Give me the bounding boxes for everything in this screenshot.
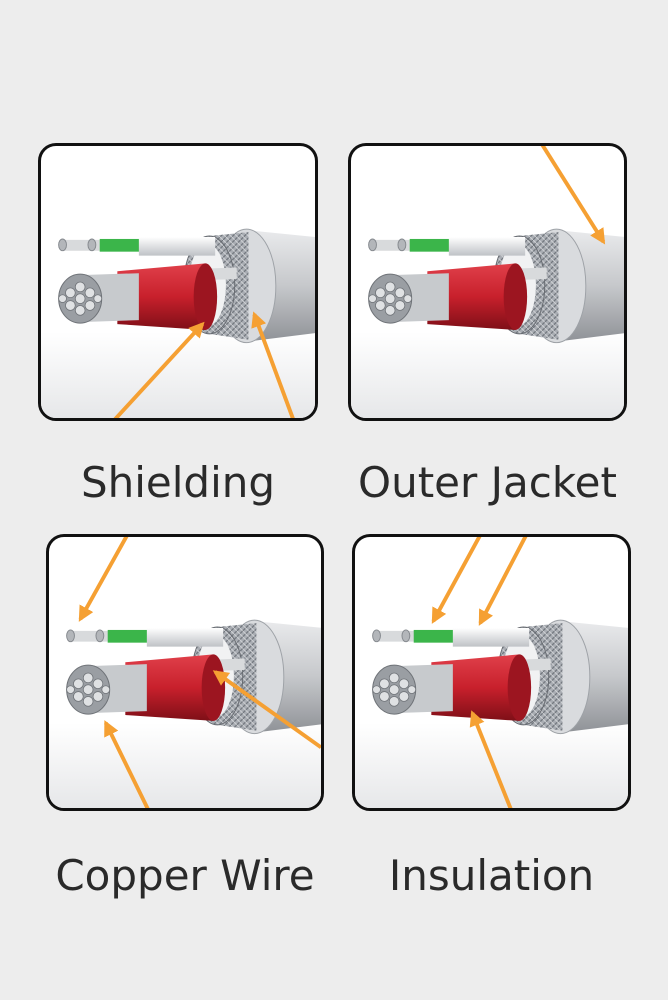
arrow-copper-strands — [103, 720, 150, 808]
arrow-thin-wire-tips — [78, 537, 129, 622]
caption-copper-wire: Copper Wire — [55, 851, 315, 900]
diagram-panel-outer-jacket — [348, 143, 627, 421]
arrow-lower-thin-wire — [212, 670, 321, 749]
arrow-shield-braid-right — [251, 311, 295, 418]
caption-shielding: Shielding — [80, 458, 276, 507]
arrow-shield-braid-left — [113, 321, 205, 418]
diagram-panel-copper-wire — [46, 534, 324, 811]
diagram-panel-shielding — [38, 143, 318, 421]
arrow-white-wire-insulation — [478, 537, 528, 626]
cable-illustration-copper-wire — [49, 537, 321, 808]
cable-illustration-insulation — [355, 537, 628, 808]
arrow-green-wire-insulation — [431, 537, 482, 624]
caption-insulation: Insulation — [388, 851, 595, 900]
cable-illustration-outer-jacket — [351, 146, 624, 418]
caption-outer-jacket: Outer Jacket — [358, 458, 617, 507]
arrow-red-insulation — [469, 710, 513, 808]
diagram-panel-insulation — [352, 534, 631, 811]
cable-illustration-shielding — [41, 228, 315, 418]
arrow-outer-jacket — [540, 146, 606, 245]
